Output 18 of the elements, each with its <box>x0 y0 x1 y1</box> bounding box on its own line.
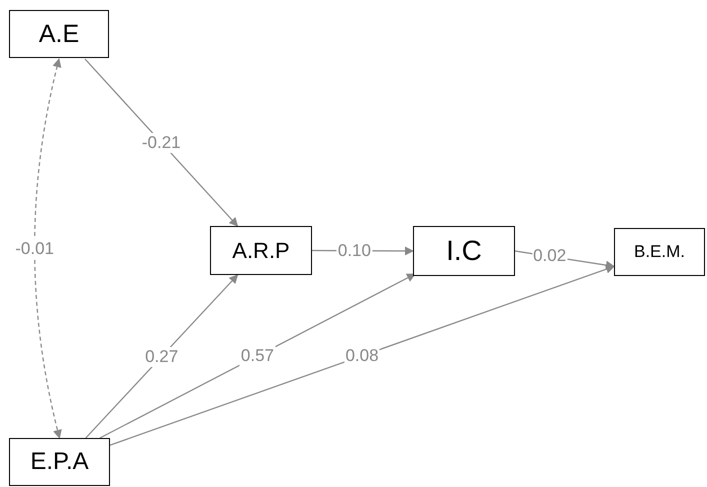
node-label: B.E.M. <box>634 242 685 262</box>
edge-label: -0.01 <box>14 238 55 259</box>
arrow <box>85 274 238 438</box>
node-label: I.C <box>446 235 482 267</box>
edge-label: 0.57 <box>240 346 276 366</box>
arrow <box>84 58 238 227</box>
dashed-arrow <box>34 58 62 439</box>
edge-label: -0.21 <box>140 132 182 152</box>
variable-box <box>614 228 705 276</box>
node-label: A.R.P <box>232 238 290 264</box>
arrow <box>110 264 615 446</box>
node-label: A.E <box>38 20 80 48</box>
variable-box <box>413 226 515 276</box>
variable-box <box>9 10 109 58</box>
edge-label: 0.27 <box>144 346 180 366</box>
variable-box <box>210 226 312 275</box>
node-label: E.P.A <box>30 448 89 476</box>
variable-box <box>9 438 110 486</box>
